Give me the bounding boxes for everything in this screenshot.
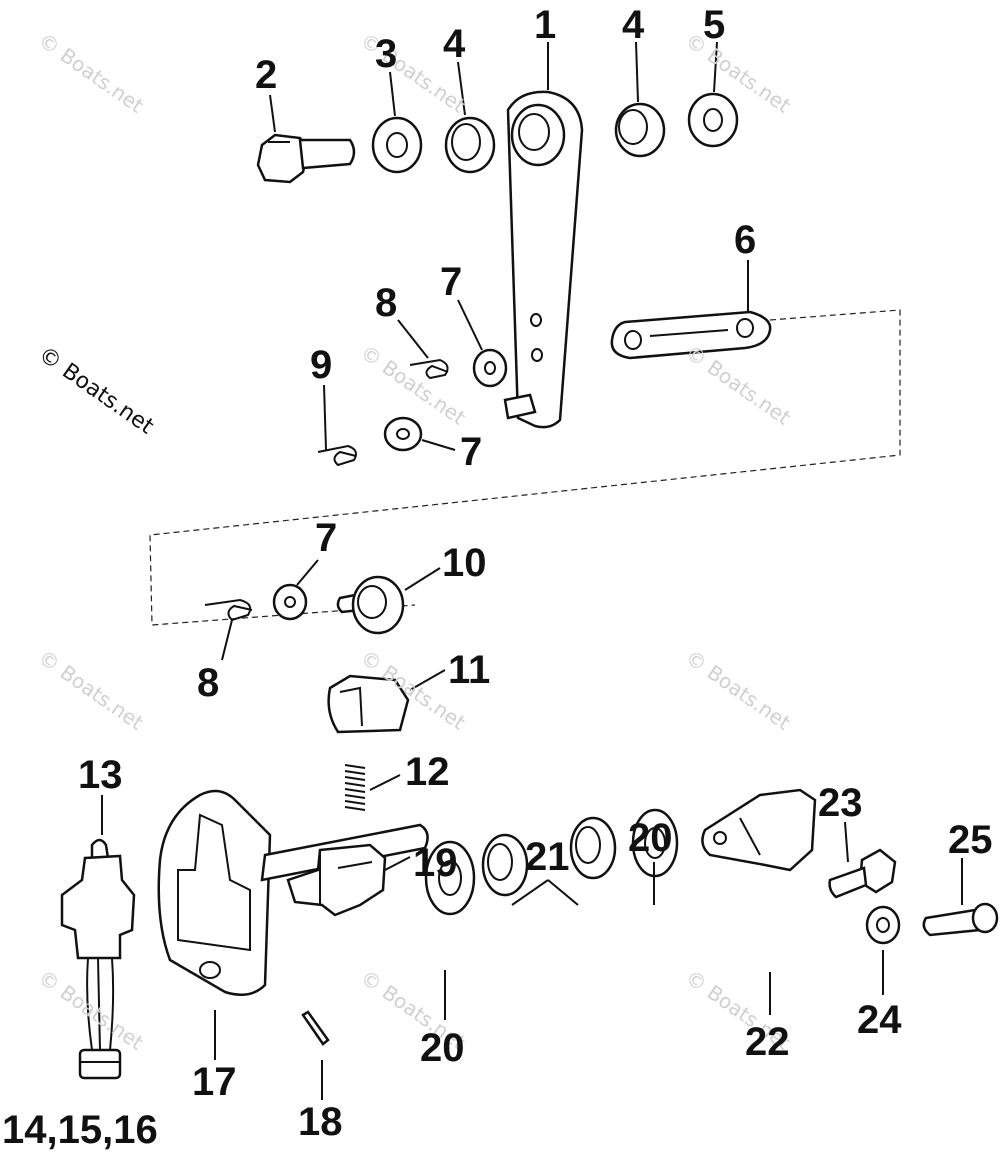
- part-8-clip-lower: [204, 598, 253, 622]
- part-25-stud: [922, 902, 999, 937]
- part-20-washer-left: [424, 840, 476, 916]
- callout-7a: 7: [440, 260, 463, 304]
- part-18-pin: [301, 1010, 330, 1046]
- part-5-washer: [687, 92, 739, 148]
- part-9-clip: [317, 444, 357, 467]
- part-7-washer-b: [383, 416, 423, 452]
- part-19-bracket: [286, 843, 387, 917]
- part-6-link: [610, 310, 772, 360]
- callout-10: 10: [442, 541, 487, 585]
- part-7-washer-c: [272, 583, 308, 621]
- part-12-spring: [344, 764, 366, 811]
- callout-21: 21: [525, 835, 570, 879]
- part-4-bushing-right: [614, 102, 666, 158]
- callout-22: 22: [745, 1020, 790, 1064]
- callout-23: 23: [818, 781, 863, 825]
- callout-19: 19: [413, 841, 458, 885]
- part-21-bushing-left: [481, 833, 529, 897]
- part-11-block: [327, 674, 410, 734]
- part-23-bolt: [828, 848, 897, 899]
- callout-18: 18: [298, 1100, 343, 1144]
- callout-20b: 20: [420, 1026, 465, 1070]
- callout-25: 25: [948, 818, 993, 862]
- callout-4a: 4: [443, 22, 466, 66]
- part-1-lever: [503, 90, 584, 429]
- dashed-frame: [149, 309, 901, 626]
- callout-6: 6: [734, 218, 757, 262]
- part-13-switch: [60, 838, 136, 1080]
- part-4-bushing-left: [444, 116, 496, 174]
- callout-17: 17: [192, 1060, 237, 1104]
- part-3-washer: [371, 116, 423, 174]
- callout-8b: 8: [197, 661, 220, 705]
- callout-9: 9: [310, 343, 333, 387]
- part-10-plug: [336, 575, 405, 635]
- callout-3: 3: [375, 32, 398, 76]
- callout-2: 2: [255, 53, 278, 97]
- part-22-shift-lever: [701, 788, 817, 872]
- callout-4b: 4: [622, 3, 645, 47]
- callout-7c: 7: [315, 516, 338, 560]
- part-21-bushing-right: [569, 816, 617, 880]
- callout-24: 24: [857, 998, 902, 1042]
- part-2-bolt: [256, 133, 356, 184]
- callout-11: 11: [448, 648, 491, 692]
- part-7-washer-a: [472, 348, 508, 388]
- callout-5: 5: [703, 3, 726, 47]
- callout-7b: 7: [460, 430, 483, 474]
- callout-20a: 20: [628, 816, 673, 860]
- part-24-washer: [865, 905, 901, 945]
- callout-1: 1: [534, 3, 557, 47]
- callout-14-15-16: 14,15,16: [2, 1108, 158, 1152]
- callout-12: 12: [405, 750, 450, 794]
- callout-13: 13: [78, 753, 123, 797]
- part-8-clip-upper: [409, 358, 449, 380]
- callout-8a: 8: [375, 281, 398, 325]
- leader-lines: [101, 41, 963, 1100]
